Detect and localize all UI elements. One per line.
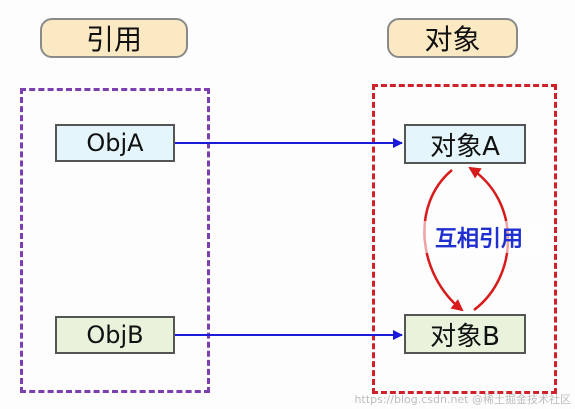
header-objects: 对象 [387,18,518,58]
mutual-reference-label: 互相引用 [414,221,544,253]
objects-zone [372,84,557,394]
references-zone [20,88,210,393]
watermark-text: https://blog.csdn.net @稀土掘金技术社区 [354,393,571,406]
header-references: 引用 [40,18,188,58]
reference-node-objA: ObjA [55,124,175,162]
reference-node-objB: ObjB [55,316,175,354]
object-node-b: 对象B [404,314,526,354]
object-node-a: 对象A [404,124,526,164]
